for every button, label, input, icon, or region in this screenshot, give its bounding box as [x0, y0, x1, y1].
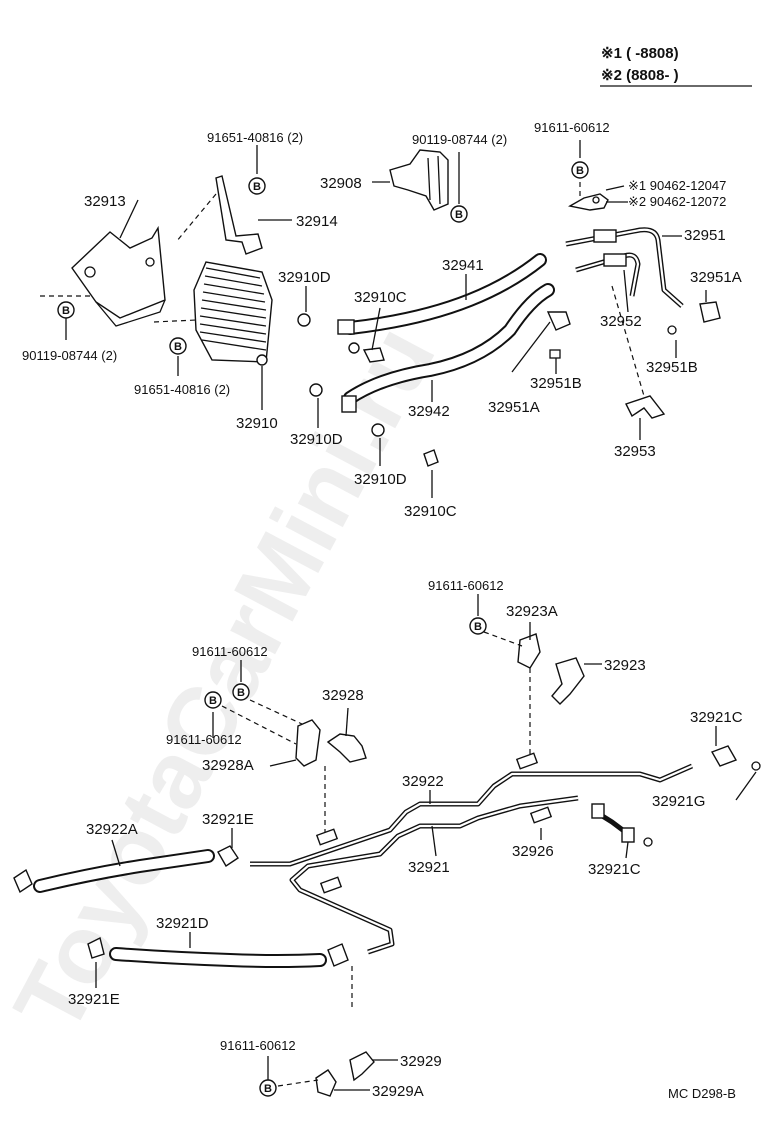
label-32910D-c: 32910D [354, 471, 407, 488]
label-90119-bottom: 90119-08744 (2) [22, 348, 117, 363]
label-32922: 32922 [402, 773, 444, 790]
label-91611-bottom: 91611-60612 [220, 1038, 296, 1053]
pipe-32922-drawing [250, 763, 694, 867]
bolt-symbol-icon: B [169, 337, 187, 355]
bracket-32914-drawing [215, 175, 263, 255]
bracket-32928-drawing [295, 719, 367, 767]
pipes-32951-drawing [546, 227, 721, 359]
label-32921: 32921 [408, 859, 450, 876]
watermark: ToyotaCarMini.ru [0, 309, 456, 1050]
small-fasteners-drawing [297, 313, 439, 467]
pipe-32921-drawing [289, 795, 579, 955]
label-32910D-b: 32910D [290, 431, 343, 448]
hose-32941-drawing [337, 253, 547, 335]
svg-text:B: B [455, 209, 463, 221]
label-32910C-a: 32910C [354, 289, 407, 306]
label-91611-left-1: 91611-60612 [192, 644, 268, 659]
label-32923A: 32923A [506, 603, 558, 620]
label-90119-top: 90119-08744 (2) [412, 132, 507, 147]
label-32951A-b: 32951A [488, 399, 540, 416]
label-32951B-a: 32951B [530, 375, 582, 392]
label-32921G: 32921G [652, 793, 705, 810]
legend-line-1: ※1 ( -8808) [601, 45, 679, 62]
label-32942: 32942 [408, 403, 450, 420]
label-91651-top: 91651-40816 (2) [207, 130, 303, 145]
hose-32942-drawing [341, 283, 555, 413]
label-32929A: 32929A [372, 1083, 424, 1100]
bolt-symbol-icon: B [450, 205, 468, 223]
label-32922A: 32922A [86, 821, 138, 838]
label-32951A-a: 32951A [690, 269, 742, 286]
label-32929: 32929 [400, 1053, 442, 1070]
svg-text:B: B [209, 695, 217, 707]
cooler-32910-drawing [193, 261, 273, 366]
elbow-32921C-a-drawing [710, 745, 761, 771]
label-32928A: 32928A [202, 757, 254, 774]
label-32908: 32908 [320, 175, 362, 192]
bolt-symbol-icon: B [204, 691, 222, 709]
hose-32921D-drawing [87, 936, 349, 968]
svg-text:B: B [576, 165, 584, 177]
top-leader-lines [40, 140, 707, 498]
label-91611-mid: 91611-60612 [428, 578, 504, 593]
label-32910: 32910 [236, 415, 278, 432]
hose-32922A-drawing [13, 849, 215, 894]
label-32910D-a: 32910D [278, 269, 331, 286]
bottom-leader-lines [95, 594, 757, 1091]
legend-line-2: ※2 (8808- ) [601, 67, 679, 84]
svg-text:B: B [174, 341, 182, 353]
legend: ※1 ( -8808) ※2 (8808- ) [600, 45, 752, 87]
clamp-32921E-a-drawing [217, 845, 239, 867]
label-32921C-a: 32921C [690, 709, 743, 726]
label-91651-bottom: 91651-40816 (2) [134, 382, 230, 397]
label-90462-2: ※2 90462-12072 [628, 194, 726, 209]
label-91611-left-2: 91611-60612 [166, 732, 242, 747]
bolt-symbol-icon: B [571, 161, 589, 179]
label-32913: 32913 [84, 193, 126, 210]
clip-32908-drawing [389, 149, 449, 211]
label-32921E-b: 32921E [68, 991, 120, 1008]
label-91611-top: 91611-60612 [534, 120, 610, 135]
svg-text:B: B [474, 621, 482, 633]
label-32921C-b: 32921C [588, 861, 641, 878]
bracket-32923-drawing [517, 633, 585, 705]
label-32910C-b: 32910C [404, 503, 457, 520]
label-32926: 32926 [512, 843, 554, 860]
elbow-32921C-b-drawing [591, 803, 653, 847]
clamp-32929-drawing [315, 1051, 375, 1097]
clamp-top-right-drawing [568, 193, 609, 211]
bracket-32953-drawing [625, 395, 666, 419]
label-32952: 32952 [600, 313, 642, 330]
label-32953: 32953 [614, 443, 656, 460]
grommets-drawing [315, 752, 553, 894]
bracket-32913-drawing [71, 225, 166, 327]
svg-text:B: B [62, 305, 70, 317]
bolt-symbol-icon: B [57, 301, 75, 319]
svg-text:B: B [264, 1083, 272, 1095]
svg-text:B: B [253, 181, 261, 193]
bolt-symbol-icon: B [232, 683, 250, 701]
label-32951: 32951 [684, 227, 726, 244]
diagram-code: MC D298-B [668, 1086, 736, 1101]
label-32923: 32923 [604, 657, 646, 674]
label-32921D: 32921D [156, 915, 209, 932]
bolt-symbol-icon: B [248, 177, 266, 195]
label-32928: 32928 [322, 687, 364, 704]
bolt-symbol-icon: B [259, 1079, 277, 1097]
label-90462-1: ※1 90462-12047 [628, 178, 726, 193]
label-32914: 32914 [296, 213, 338, 230]
label-32921E-a: 32921E [202, 811, 254, 828]
svg-text:B: B [237, 687, 245, 699]
bolt-symbol-icon: B [469, 617, 487, 635]
label-32941: 32941 [442, 257, 484, 274]
label-32951B-b: 32951B [646, 359, 698, 376]
